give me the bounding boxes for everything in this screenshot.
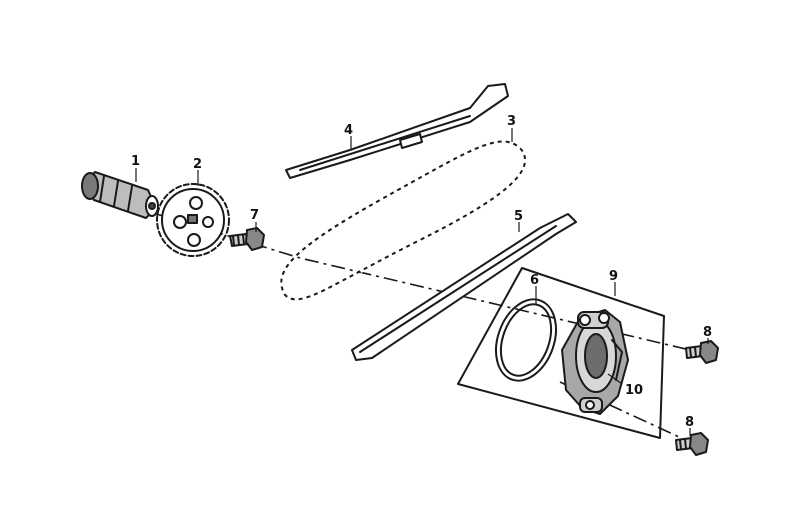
assembly-centerline-lower: [559, 381, 691, 443]
callout-10: 10: [625, 383, 643, 398]
callout-8-lower: 8: [685, 415, 694, 430]
callout-4: 4: [344, 123, 353, 138]
callout-3: 3: [507, 114, 516, 129]
camshaft: [81, 171, 159, 219]
callout-1: 1: [131, 154, 140, 169]
tensioner-gasket: [495, 298, 557, 382]
assembly-centerline: [149, 211, 691, 351]
callout-7: 7: [250, 208, 259, 223]
callout-6: 6: [530, 273, 539, 288]
callout-9: 9: [609, 269, 618, 284]
cam-chain: [279, 139, 527, 302]
tensioner-kit-outline: [457, 267, 665, 439]
callout-8-upper: 8: [703, 325, 712, 340]
tensioner-bolt-lower: [675, 432, 709, 456]
chain-tensioner-body: [561, 309, 629, 415]
callout-5: 5: [514, 209, 523, 224]
cam-sprocket: [156, 183, 230, 257]
chain-tensioner-guide: [285, 83, 509, 179]
chain-guide-strip: [351, 213, 577, 361]
tensioner-bolt-upper: [685, 340, 719, 364]
callout-2: 2: [193, 157, 202, 172]
callout-leaders: [135, 128, 709, 436]
sprocket-bolt: [229, 227, 265, 251]
